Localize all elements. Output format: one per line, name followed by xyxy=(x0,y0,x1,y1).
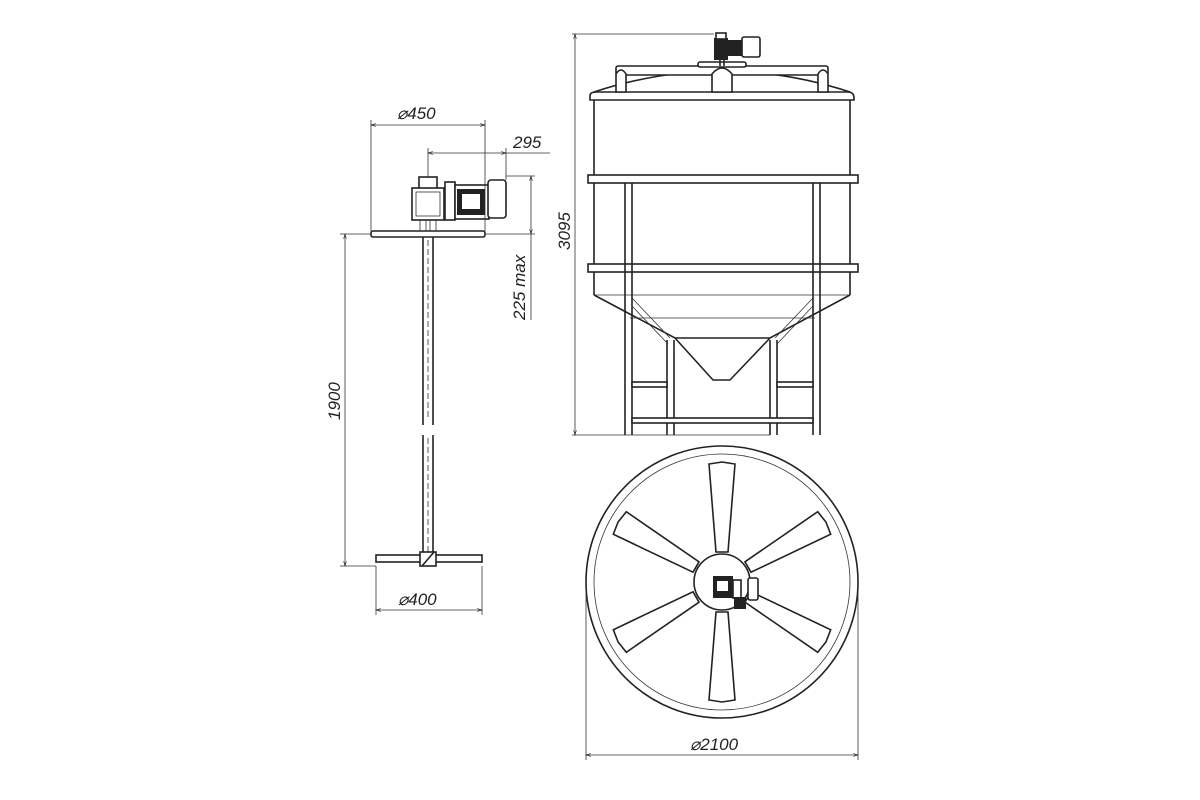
impeller-blade xyxy=(708,461,736,553)
agitator-side-view xyxy=(370,176,507,567)
tank-height-dimension: 3095 xyxy=(555,32,770,437)
tank-diameter-dimension: ⌀2100 xyxy=(584,590,860,760)
motor xyxy=(444,179,507,221)
dim-total-height: 3095 xyxy=(555,212,574,250)
mounting-plate xyxy=(370,230,486,238)
impeller xyxy=(375,551,483,567)
tank-lid-rim xyxy=(589,91,855,101)
dim-impeller-diameter: ⌀400 xyxy=(398,590,437,609)
tank-inner-circle xyxy=(593,453,851,711)
tank-legs xyxy=(624,183,821,435)
tank-band-upper xyxy=(587,174,859,184)
top-view-motor xyxy=(713,576,759,609)
tank-outer-circle xyxy=(585,445,859,719)
dim-shaft-projection: 225 max xyxy=(510,254,529,321)
dim-motor-offset: 295 xyxy=(512,133,542,152)
impeller-blades xyxy=(612,461,832,703)
impeller-blade xyxy=(612,590,701,654)
dim-shaft-length: 1900 xyxy=(325,382,344,420)
dim-tank-diameter: ⌀2100 xyxy=(690,735,739,754)
gearbox xyxy=(411,176,445,231)
agitator-dimensions: ⌀450 295 225 max 1900 ⌀400 xyxy=(325,104,550,615)
impeller-blade xyxy=(743,510,832,574)
dim-agitator-diameter: ⌀450 xyxy=(397,104,436,123)
impeller-blade xyxy=(612,510,701,574)
tank-band-lower xyxy=(587,263,859,273)
impeller-blade xyxy=(708,611,736,703)
tank-motor xyxy=(697,32,761,68)
shaft xyxy=(422,237,434,557)
tank-front-view xyxy=(587,32,859,435)
tank-top-view xyxy=(585,445,859,719)
